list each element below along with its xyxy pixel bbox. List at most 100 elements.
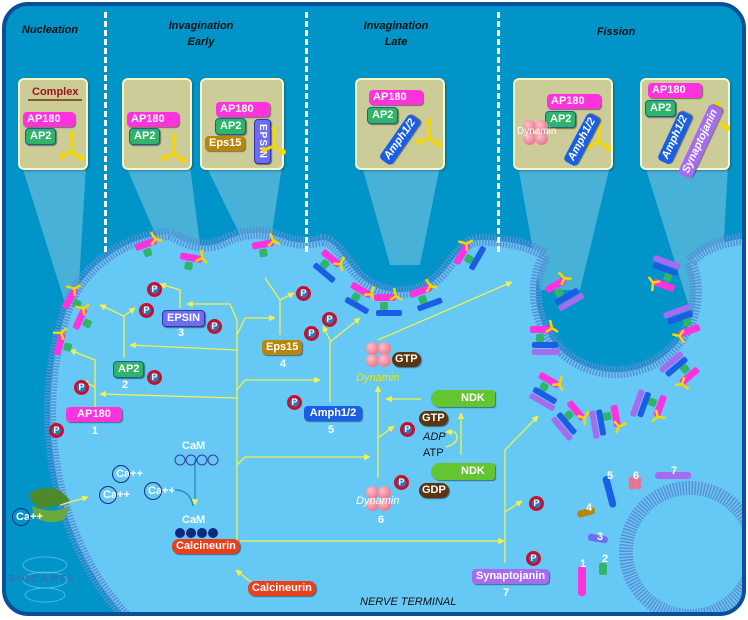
ap2-label: AP2: [129, 128, 161, 145]
coat-protein-cluster: [545, 271, 585, 311]
dynamin-gtp-label[interactable]: Dynamin: [356, 372, 400, 384]
stage-divider: [104, 12, 107, 252]
membrane-coat-proteins: [52, 231, 701, 441]
calcineurin-node[interactable]: Calcineurin: [248, 581, 316, 596]
stage-invagination-late: Invagination Late: [363, 20, 429, 48]
coat-protein-cluster: [344, 282, 376, 314]
calcium-channel-icon: [28, 487, 70, 523]
stage-divider: [305, 12, 308, 252]
phospho-icon: P: [147, 282, 162, 297]
phospho-icon: P: [304, 326, 319, 341]
gtp-label: GTP: [392, 352, 421, 367]
ap180-label: AP180: [648, 83, 702, 98]
ap2-label: AP2: [545, 111, 577, 128]
phospho-icon: P: [287, 395, 302, 410]
phospho-icon: P: [394, 475, 409, 490]
synaptojanin-number: 7: [503, 587, 510, 599]
coat-protein-cluster: [551, 400, 591, 441]
vesicle-coat: [577, 472, 691, 596]
legend-number: 1: [580, 558, 587, 570]
coat-protein-cluster: [663, 304, 701, 344]
ndk-gtp-node[interactable]: NDK: [431, 390, 495, 407]
legend-number: 2: [602, 553, 609, 565]
phospho-icon: P: [296, 286, 311, 301]
coat-protein-cluster: [374, 287, 403, 316]
inset-late: AP180 AP2 Amph1/2: [355, 78, 445, 170]
phospho-icon: P: [147, 370, 162, 385]
coat-protein-cluster: [72, 303, 92, 330]
stage-fission: Fission: [596, 26, 636, 38]
eps15-label: Eps15: [205, 136, 246, 151]
nerve-terminal-cytoplasm: [44, 226, 742, 612]
legend-number: 7: [671, 465, 678, 477]
signal-arrows: [59, 277, 539, 584]
coat-protein-cluster: [251, 232, 281, 258]
eps15-node[interactable]: Eps15: [262, 340, 303, 355]
phospho-icon: P: [526, 551, 541, 566]
biocarta-logo: [22, 556, 68, 603]
coat-protein-cluster: [134, 231, 163, 258]
phospho-icon: P: [74, 380, 89, 395]
ap180-label: AP180: [127, 112, 179, 127]
atp-label: ATP: [423, 447, 444, 459]
ap180-label: AP180: [23, 112, 75, 127]
eps15-number: 4: [280, 358, 287, 370]
inset-fission-2: AP180 AP2 Amph1/2 Synaptojanin: [640, 78, 730, 180]
legend-number: 3: [597, 531, 604, 543]
calcium-ion: Ca++: [144, 482, 175, 500]
inset-complex: Complex AP180 AP2: [18, 78, 88, 170]
cam-binding-sites-icon: [174, 454, 219, 466]
coat-protein-cluster: [179, 249, 209, 271]
dynamin-node[interactable]: Dynamin: [356, 495, 400, 507]
synaptojanin-node[interactable]: Synaptojanin: [472, 569, 550, 584]
amph-node[interactable]: Amph1/2: [304, 406, 362, 421]
coat-protein-cluster: [409, 278, 443, 312]
ap2-label: AP2: [215, 118, 247, 135]
coat-protein-cluster: [52, 327, 73, 355]
inset-early-1: AP180 AP2: [122, 78, 192, 170]
coat-protein-cluster: [529, 372, 564, 411]
epsin-label: EPSIN: [254, 119, 271, 165]
gtp-label: GTP: [419, 411, 448, 426]
ap2-number: 2: [122, 379, 129, 391]
stage-nucleation: Nucleation: [21, 24, 79, 36]
stage-invagination-early: Invagination Early: [168, 20, 234, 48]
complex-title: Complex: [28, 86, 83, 101]
coat-protein-cluster: [630, 389, 667, 423]
ndk-gdp-node[interactable]: NDK: [431, 463, 495, 480]
coat-protein-cluster: [647, 255, 681, 292]
epsin-number: 3: [178, 327, 185, 339]
ap2-label: AP2: [645, 100, 677, 117]
ap180-label: AP180: [216, 102, 270, 117]
epsin-node[interactable]: EPSIN: [162, 310, 206, 327]
nerve-terminal-label: NERVE TERMINAL: [360, 596, 457, 608]
legend-number: 5: [607, 470, 614, 482]
ap180-label: AP180: [369, 90, 423, 105]
phospho-icon: P: [49, 423, 64, 438]
phospho-icon: P: [322, 312, 337, 327]
ap180-node[interactable]: AP180: [66, 407, 122, 422]
cam-free-label[interactable]: CaM: [182, 440, 206, 452]
calcium-ion: Ca++: [112, 465, 143, 483]
coat-protein-cluster: [313, 249, 346, 283]
clathrin-triskelion-icon: [260, 126, 286, 156]
coat-protein-cluster: [589, 404, 628, 439]
stage-divider: [497, 12, 500, 252]
phospho-icon: P: [529, 496, 544, 511]
ap2-node[interactable]: AP2: [113, 361, 145, 378]
gdp-label: GDP: [419, 483, 449, 498]
inset-early-2: AP180 AP2 Eps15 EPSIN: [200, 78, 284, 170]
clathrin-triskelion-icon: [58, 132, 84, 162]
legend-number: 6: [633, 470, 640, 482]
phospho-icon: P: [207, 319, 222, 334]
ap2-label: AP2: [25, 128, 57, 145]
dynamin-number: 6: [378, 514, 385, 526]
phospho-icon: P: [400, 422, 415, 437]
coat-protein-cluster: [62, 284, 82, 310]
ap2-label: AP2: [367, 107, 399, 124]
calcineurin-active-node[interactable]: Calcineurin: [172, 539, 240, 554]
clathrin-triskelion-icon: [160, 134, 186, 164]
dynamin-gtp-icon: [366, 342, 392, 368]
coat-protein-cluster: [530, 319, 560, 355]
